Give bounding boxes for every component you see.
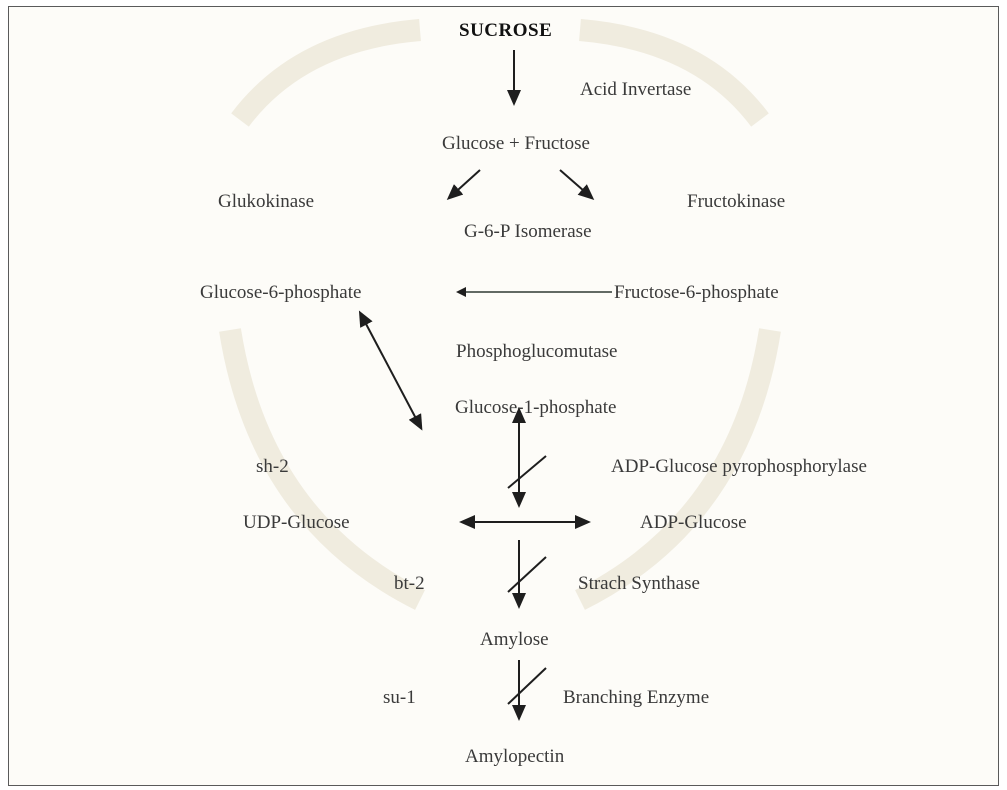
enzyme-branching-enzyme: Branching Enzyme <box>563 687 710 708</box>
node-amylopectin: Amylopectin <box>465 746 565 767</box>
diagram-frame <box>8 6 999 786</box>
enzyme-fructokinase: Fructokinase <box>687 191 786 212</box>
block-bt2 <box>507 556 547 593</box>
arrow-g6p-g1p <box>358 310 423 431</box>
node-sucrose: SUCROSE <box>459 20 553 41</box>
node-adp-glucose: ADP-Glucose <box>640 512 747 533</box>
mutant-su1: su-1 <box>383 687 416 708</box>
block-su1 <box>507 667 547 705</box>
node-udp-glucose: UDP-Glucose <box>243 512 350 533</box>
node-amylose: Amylose <box>480 629 549 650</box>
enzyme-phosphoglucomutase: Phosphoglucomutase <box>456 341 618 362</box>
enzyme-adp-glucose-pyrophosphorylase: ADP-Glucose pyrophosphorylase <box>611 456 867 477</box>
node-glucose-fructose: Glucose + Fructose <box>442 133 590 154</box>
enzyme-acid-invertase: Acid Invertase <box>580 79 692 100</box>
arrow-to-glukokinase-branch <box>446 169 481 201</box>
node-fructose-6-phosphate: Fructose-6-phosphate <box>614 282 779 303</box>
mutant-bt2: bt-2 <box>394 573 425 594</box>
node-glucose-1-phosphate: Glucose-1-phosphate <box>455 397 617 418</box>
mutant-sh2: sh-2 <box>256 456 289 477</box>
node-glucose-6-phosphate: Glucose-6-phosphate <box>200 282 362 303</box>
enzyme-glukokinase: Glukokinase <box>218 191 315 212</box>
enzyme-starch-synthase: Strach Synthase <box>578 573 700 594</box>
arrow-to-fructokinase-branch <box>559 169 595 200</box>
enzyme-g6p-isomerase: G-6-P Isomerase <box>464 221 592 242</box>
block-sh2 <box>507 455 547 489</box>
